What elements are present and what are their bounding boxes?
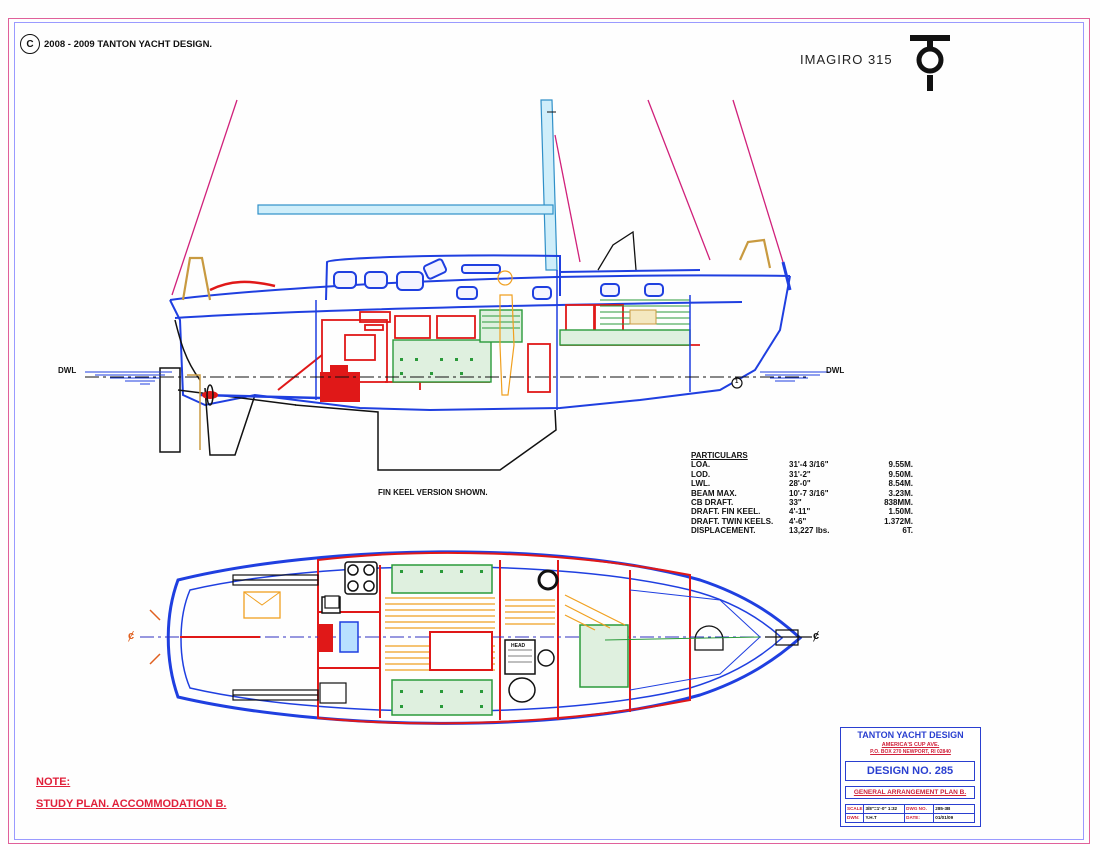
firm-address-line1: AMERICA'S CUP AVE. — [881, 742, 940, 748]
particulars-row: DISPLACEMENT.13,227 lbs.6T. — [691, 526, 913, 536]
study-plan-note: STUDY PLAN. ACCOMMODATION B. — [36, 798, 227, 810]
model-name: IMAGIRO 315 — [800, 52, 893, 67]
copyright-notice: C 2008 - 2009 TANTON YACHT DESIGN. — [20, 34, 212, 54]
firm-address-line2: P.O. BOX 270 NEWPORT, RI 02840 — [870, 749, 951, 755]
head-label: HEAD — [511, 643, 526, 649]
firm-name: TANTON YACHT DESIGN — [857, 730, 964, 740]
particulars-row: LOD.31'-2"9.50M. — [691, 469, 913, 479]
centerline-symbol-right: ȼ — [813, 630, 820, 642]
particulars-row: DRAFT. TWIN KEELS.4'-6"1.372M. — [691, 516, 913, 526]
dwl-label-right: DWL — [826, 366, 845, 375]
date-value: 01/01/09 — [935, 815, 954, 820]
tanton-logo-icon — [910, 35, 950, 91]
dwg-no-label: DWG NO. — [905, 805, 935, 813]
note-heading: NOTE: — [36, 776, 71, 788]
title-block: TANTON YACHT DESIGN AMERICA'S CUP AVE. P… — [840, 727, 981, 827]
particulars-row: LOA.31'-4 3/16"9.55M. — [691, 460, 913, 470]
dwn-label: DWN: — [846, 814, 865, 822]
dwg-no-value: 285-3B — [935, 806, 951, 811]
sheet-border-inner — [14, 22, 1084, 840]
particulars-row: LWL.28'-0"8.54M. — [691, 479, 913, 489]
scale-value: 3/8"=1'-0" 1:32 — [864, 805, 906, 813]
particulars-heading: PARTICULARS — [691, 451, 748, 460]
dwn-value: Y.H.T — [864, 814, 906, 822]
scale-label: SCALE: — [847, 805, 865, 813]
copyright-text: 2008 - 2009 TANTON YACHT DESIGN. — [44, 38, 213, 50]
date-label: DATE: — [905, 814, 935, 822]
particulars-row: DRAFT. FIN KEEL.4'-11"1.50M. — [691, 507, 913, 517]
particulars-row: CB DRAFT.33"838MM. — [691, 498, 913, 508]
dwl-label-left: DWL — [58, 366, 77, 375]
station-mark: 1 — [735, 379, 739, 385]
plan-title: GENERAL ARRANGEMENT PLAN B. — [845, 786, 975, 799]
centerline-symbol-left: ȼ — [128, 630, 135, 642]
title-block-grid: SCALE: 3/8"=1'-0" 1:32 DWG NO. 285-3B DW… — [845, 804, 975, 823]
profile-caption: FIN KEEL VERSION SHOWN. — [378, 488, 488, 497]
design-number: DESIGN NO. 285 — [845, 761, 975, 781]
particulars-table: PARTICULARS LOA.31'-4 3/16"9.55M. LOD.31… — [691, 451, 913, 536]
particulars-row: BEAM MAX.10'-7 3/16"3.23M. — [691, 488, 913, 498]
copyright-icon: C — [20, 34, 40, 54]
sheet-border-outer — [8, 18, 1090, 844]
